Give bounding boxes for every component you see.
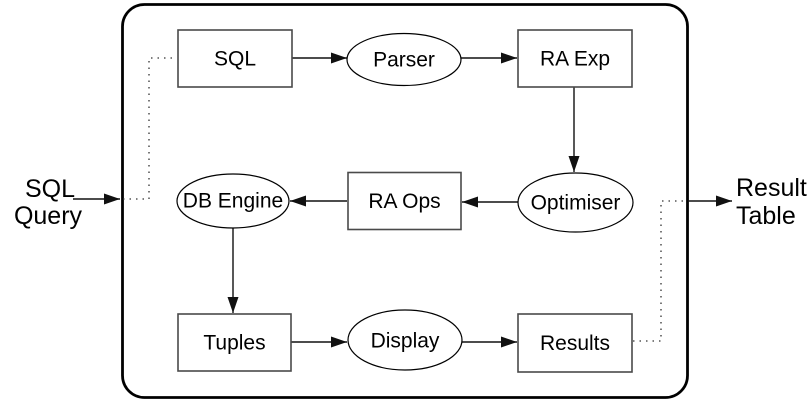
node-raops-box	[347, 171, 462, 231]
edge-sqlquery-to-sql-dotted	[123, 57, 176, 200]
input-label-line2: Query	[14, 202, 83, 230]
node-tuples-label: Tuples	[203, 332, 265, 355]
node-display-ellipse	[347, 309, 463, 371]
node-dbengine-ellipse	[176, 173, 290, 229]
node-display-label: Display	[371, 330, 440, 353]
node-optimiser-ellipse	[517, 172, 634, 233]
output-label-line1: Result	[736, 174, 807, 202]
node-dbengine-label: DB Engine	[183, 190, 283, 213]
node-parser-label: Parser	[373, 49, 435, 72]
output-label-line2: Table	[736, 202, 796, 230]
node-tuples-box	[177, 313, 292, 372]
system-boundary-box	[121, 3, 689, 399]
node-sql-box	[177, 29, 293, 88]
edge-results-to-resulttable-dotted	[633, 200, 687, 342]
node-results-label: Results	[540, 332, 610, 355]
input-label-line1: SQL	[25, 175, 75, 203]
node-parser-ellipse	[346, 32, 462, 87]
node-raexp-box	[517, 29, 633, 88]
node-raexp-label: RA Exp	[540, 48, 610, 71]
node-sql-label: SQL	[214, 48, 256, 71]
node-optimiser-label: Optimiser	[531, 192, 621, 215]
node-raops-label: RA Ops	[368, 190, 440, 213]
node-results-box	[517, 313, 633, 373]
